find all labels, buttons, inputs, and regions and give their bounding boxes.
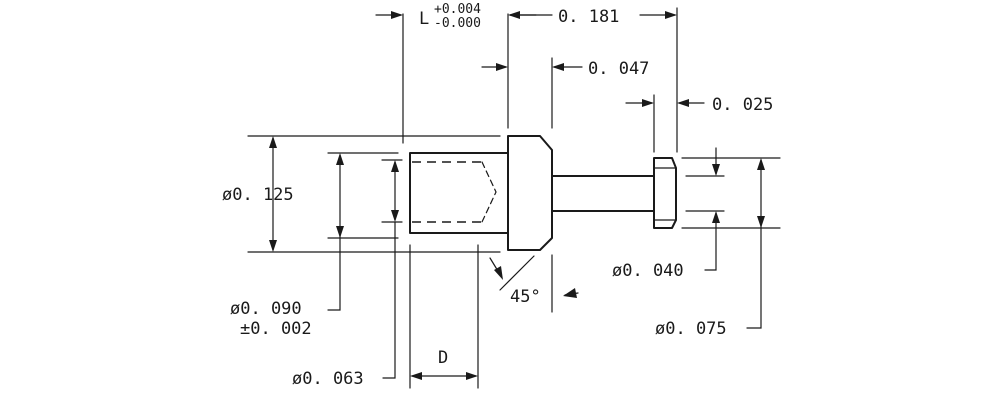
bore-tolerance-label: ±0. 002: [240, 319, 312, 339]
chamfer-angle-label: 45°: [510, 287, 541, 307]
overall-length-label: 0. 181: [558, 7, 619, 27]
dimension-lines: [269, 11, 765, 380]
pin-diameter-label: ø0. 075: [655, 319, 727, 339]
length-tol-minus: -0.000: [434, 16, 481, 31]
bore-diameter-label: ø0. 090: [230, 299, 302, 319]
dimension-labels: L +0.004 -0.000 0. 181 0. 047 0. 025 ø0.…: [222, 2, 773, 389]
groove-width-label: 0. 025: [712, 95, 773, 115]
hidden-bore: [412, 161, 497, 223]
head-thickness-label: 0. 047: [588, 59, 649, 79]
head-diameter-label: ø0. 125: [222, 185, 294, 205]
depth-label: D: [438, 348, 448, 368]
head-flange: [507, 135, 553, 251]
groove-diameter-label: ø0. 040: [612, 261, 684, 281]
length-label: L: [419, 9, 429, 29]
part-outline: [409, 135, 677, 251]
extension-lines: [247, 7, 781, 389]
body-outline: [409, 152, 509, 234]
length-tol-plus: +0.004: [434, 2, 481, 17]
pin-shaft: [551, 175, 655, 212]
groove-lines: [653, 167, 677, 221]
drill-diameter-label: ø0. 063: [292, 369, 364, 389]
